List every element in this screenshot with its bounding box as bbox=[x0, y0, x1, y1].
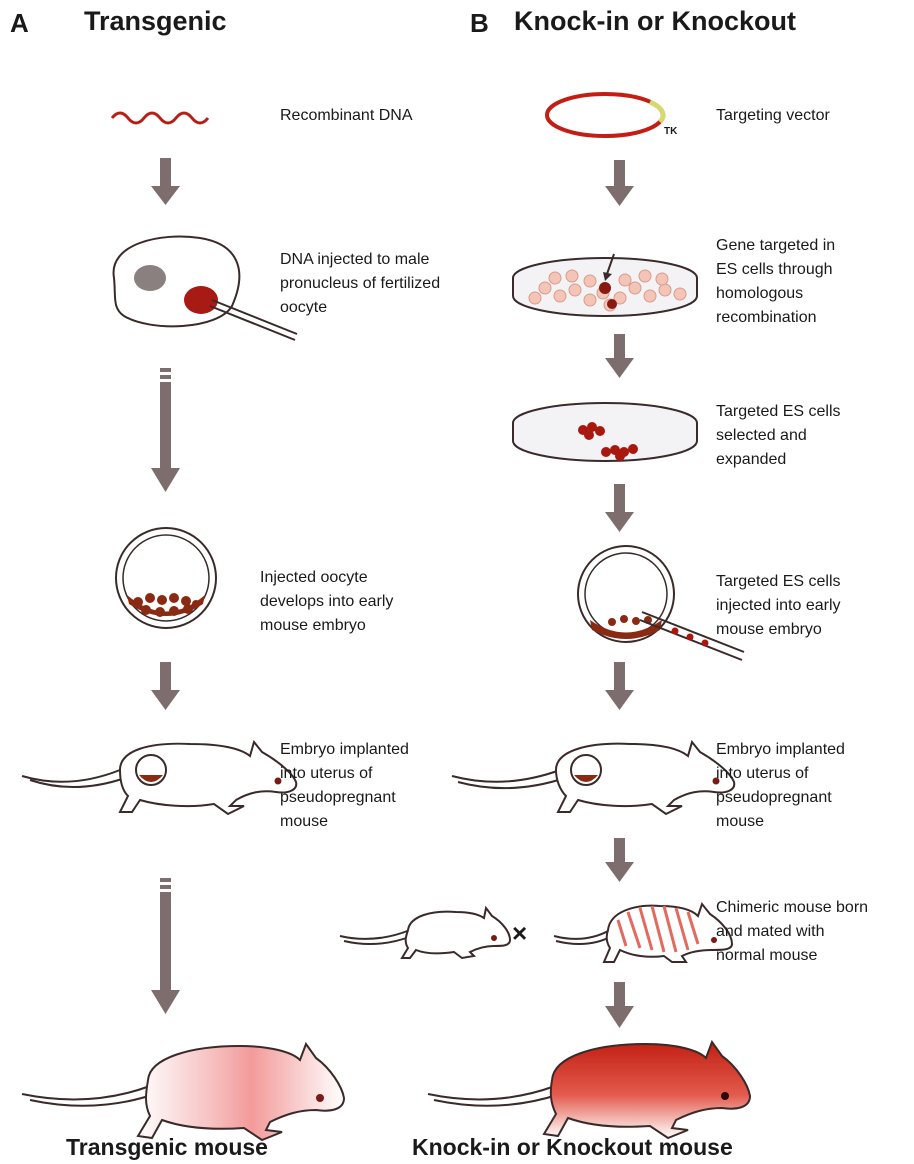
step-b-targeting-vector: Targeting vector bbox=[716, 104, 830, 128]
result-knockout-mouse: Knock-in or Knockout mouse bbox=[412, 1134, 733, 1161]
arrow-b-4 bbox=[605, 662, 634, 710]
fertilized-oocyte-icon bbox=[114, 237, 297, 340]
panel-b-letter: B bbox=[470, 8, 489, 39]
panel-a-letter: A bbox=[10, 8, 29, 39]
pseudopregnant-mouse-a-icon bbox=[22, 742, 296, 814]
step-b-chimeric-mouse: Chimeric mouse born and mated with norma… bbox=[716, 896, 868, 968]
arrow-a-2 bbox=[151, 368, 180, 492]
step-b-embryo-implanted: Embryo implanted into uterus of pseudopr… bbox=[716, 738, 845, 834]
arrow-b-2 bbox=[605, 334, 634, 378]
arrow-a-1 bbox=[151, 158, 180, 205]
transgenic-mouse-icon bbox=[22, 1044, 344, 1140]
result-transgenic-mouse: Transgenic mouse bbox=[66, 1134, 268, 1161]
step-a-embryo-implanted: Embryo implanted into uterus of pseudopr… bbox=[280, 738, 409, 834]
arrow-b-1 bbox=[605, 160, 634, 206]
step-a-injected-oocyte: Injected oocyte develops into early mous… bbox=[260, 566, 393, 638]
panel-a-title: Transgenic bbox=[84, 6, 227, 37]
normal-mouse-icon bbox=[340, 908, 510, 958]
step-b-gene-targeted: Gene targeted in ES cells through homolo… bbox=[716, 234, 835, 330]
early-embryo-a-icon bbox=[116, 528, 216, 628]
petri-dish-2-icon bbox=[513, 403, 697, 461]
arrow-b-5 bbox=[605, 838, 634, 882]
arrow-a-4 bbox=[151, 878, 180, 1014]
step-a-dna-injected: DNA injected to male pronucleus of ferti… bbox=[280, 248, 440, 320]
petri-dish-1-icon bbox=[513, 254, 697, 316]
step-b-injected-embryo: Targeted ES cells injected into early mo… bbox=[716, 570, 841, 642]
arrow-b-6 bbox=[605, 982, 634, 1028]
recombinant-dna-icon bbox=[112, 113, 208, 123]
chimeric-mouse-icon bbox=[554, 904, 732, 962]
tk-label: TK bbox=[664, 126, 677, 138]
cross-symbol: × bbox=[512, 918, 527, 949]
step-a-recombinant-dna: Recombinant DNA bbox=[280, 104, 413, 128]
arrow-b-3 bbox=[605, 484, 634, 532]
arrow-a-3 bbox=[151, 662, 180, 710]
knockout-mouse-icon bbox=[428, 1042, 750, 1138]
pseudopregnant-mouse-b-icon bbox=[452, 742, 734, 814]
panel-b-title: Knock-in or Knockout bbox=[514, 6, 796, 37]
step-b-selected-expanded: Targeted ES cells selected and expanded bbox=[716, 400, 841, 472]
targeting-vector-icon bbox=[547, 94, 663, 136]
